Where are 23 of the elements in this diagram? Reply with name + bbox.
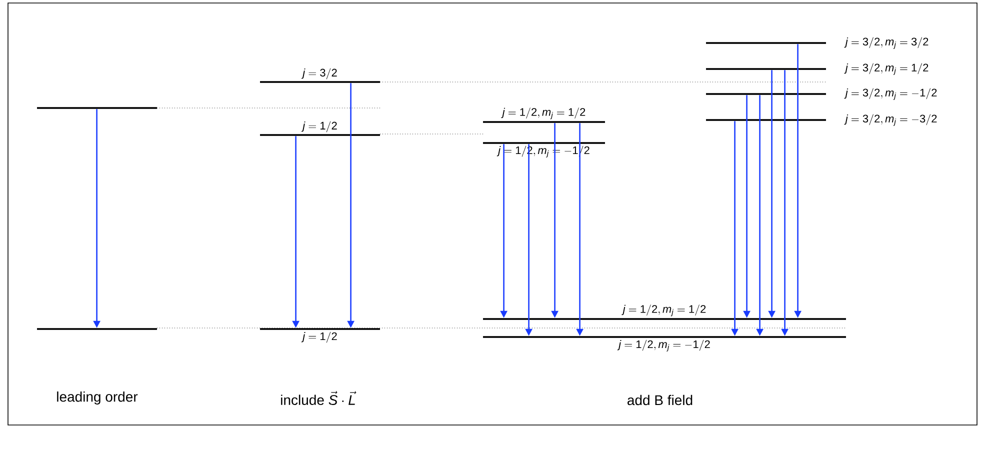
- node-label: $j = 3/2, m_j = 3/2$: [844, 37, 928, 49]
- energy-level: $j = 1/2, m_j = -1/2$: [483, 336, 846, 352]
- node-label: $j = 1/2, m_j = 1/2$: [501, 108, 586, 120]
- node-label: $j = 3/2, m_j = -1/2$: [844, 88, 937, 100]
- node-label: $j = 1/2$: [301, 332, 337, 343]
- node-label: $j = 1/2$: [301, 121, 337, 132]
- node-label: $j = 3/2$: [301, 68, 337, 80]
- energy-level: $j = 1/2, m_j = 1/2$: [483, 304, 846, 320]
- energy-level: $j = 3/2, m_j = 3/2$: [706, 37, 928, 49]
- energy-level: $j = 3/2, m_j = 1/2$: [706, 63, 928, 75]
- energy-level: $j = 1/2, m_j = 1/2$: [483, 108, 605, 123]
- energy-level: $j = 1/2$: [260, 121, 380, 136]
- energy-level: $j = 3/2$: [260, 68, 380, 83]
- energy-level: $j = 3/2, m_j = -3/2$: [706, 114, 937, 126]
- caption-label: add B field: [628, 394, 692, 406]
- energy-level: $j = 1/2$: [260, 328, 380, 343]
- node-label: $j = 1/2, m_j = 1/2$: [622, 304, 706, 316]
- energy-level: $j = 3/2, m_j = -1/2$: [706, 88, 937, 100]
- node-label: $j = 3/2, m_j = -3/2$: [844, 114, 937, 126]
- caption-label: leading order: [57, 391, 138, 405]
- caption-label: $\text{include }\vec{S}\cdot\vec{L}$: [281, 391, 356, 405]
- node-label: $j = 3/2, m_j = 1/2$: [844, 63, 928, 75]
- node-label: $j = 1/2, m_j = -1/2$: [617, 340, 710, 352]
